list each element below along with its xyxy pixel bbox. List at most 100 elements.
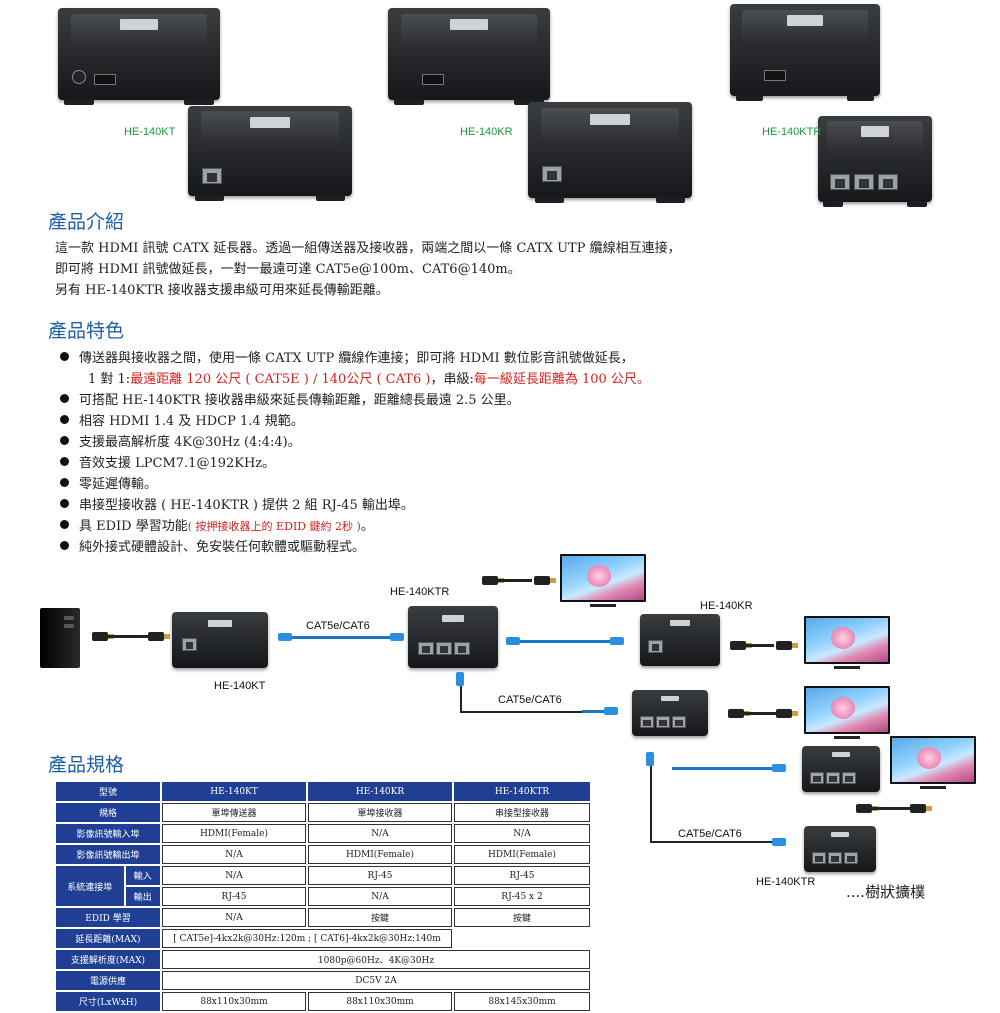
bullet-icon (60, 499, 69, 508)
hdmi-cable (872, 807, 910, 810)
he-140ktr-receiver-front (730, 4, 880, 101)
rj45-plug-icon (506, 637, 520, 645)
hdmi-cable (746, 644, 774, 647)
hdmi-plug-icon (856, 804, 878, 813)
catx-cable (520, 640, 610, 643)
rj45-plug-icon (772, 838, 786, 846)
tree-topology-label: ....樹狀擴樸 (846, 883, 926, 901)
feature-1: 傳送器與接收器之間，使用一條 CATX UTP 纜線作連接；即可將 HDMI 數… (60, 348, 634, 369)
he-140kr-receiver-front (388, 8, 550, 105)
tv-display-icon (890, 736, 976, 789)
intro-line-2: 即可將 HDMI 訊號做延長，一對一最遠可達 CAT5e@100m、CAT6@1… (55, 262, 521, 277)
hdmi-cable (108, 635, 148, 638)
diagram-he-140kr (640, 614, 720, 666)
tv-display-icon (804, 616, 890, 669)
table-row: 電源供應 DC5V 2A (56, 971, 590, 990)
diagram-he-140ktr-3 (802, 746, 880, 792)
rj45-plug-icon (610, 637, 624, 645)
pc-tower-icon (40, 608, 80, 668)
rj45-plug-icon (278, 633, 292, 641)
hdmi-plug-icon (92, 632, 114, 641)
features-title: 產品特色 (48, 320, 125, 342)
hdmi-plug-icon (776, 641, 798, 650)
tv-display-icon (804, 686, 890, 739)
rj45-plug-icon (772, 764, 786, 772)
table-row: 尺寸(LxWxH) 88x110x30mm 88x110x30mm 88x145… (56, 992, 590, 1011)
table-row: 系統連接埠 輸入 N/A RJ-45 RJ-45 (56, 866, 590, 906)
feature-2: 可搭配 HE-140KTR 接收器串級來延長傳輸距離，距離總長最遠 2.5 公里… (60, 390, 520, 411)
catx-cable (460, 686, 462, 712)
feature-1-cont: 1 對 1:最遠距離 120 公尺 ( CAT5E ) / 140公尺 ( CA… (88, 372, 650, 387)
intro-line-1: 這一款 HDMI 訊號 CATX 延長器。透過一組傳送器及接收器，兩端之間以一條… (55, 241, 681, 256)
table-row: 輸出 RJ-45 N/A RJ-45 x 2 (56, 887, 590, 906)
catx-cable (292, 636, 392, 639)
catx-cable (650, 766, 652, 842)
bullet-icon (60, 394, 69, 403)
cat-label-1: CAT5e/CAT6 (306, 620, 370, 632)
feature-4: 支援最高解析度 4K@30Hz (4:4:4)。 (60, 432, 301, 453)
feature-3: 相容 HDMI 1.4 及 HDCP 1.4 規範。 (60, 411, 304, 432)
header-ktr: HE-140KTR (454, 782, 590, 801)
catx-cable (672, 767, 772, 770)
he-140kt-transmitter-front (58, 8, 220, 105)
specs-table: 型號 HE-140KT HE-140KR HE-140KTR 規格 單埠傳送器 … (54, 780, 592, 1013)
catx-cable (460, 711, 600, 713)
he-140kt-label: HE-140KT (124, 126, 176, 138)
cat-label-2: CAT5e/CAT6 (498, 694, 562, 706)
hdmi-plug-icon (728, 709, 750, 718)
feature-9: 純外接式硬體設計、免安裝任何軟體或驅動程式。 (60, 537, 365, 558)
table-row: 影像訊號輸入埠 HDMI(Female) N/A N/A (56, 824, 590, 843)
table-row: 型號 HE-140KT HE-140KR HE-140KTR (56, 782, 590, 801)
intro-title: 產品介紹 (48, 211, 125, 233)
bullet-icon (60, 352, 69, 361)
bullet-icon (60, 436, 69, 445)
he-140ktr-receiver-rear (818, 116, 932, 207)
bullet-icon (60, 520, 69, 529)
catx-cable (582, 710, 604, 713)
table-row: 影像訊號輸出埠 N/A HDMI(Female) HDMI(Female) (56, 845, 590, 864)
hdmi-plug-icon (730, 641, 752, 650)
diagram-he-140ktr-bottom-label: HE-140KTR (756, 876, 816, 888)
he-140kt-transmitter-rear (188, 106, 352, 201)
hdmi-plug-icon (776, 709, 798, 718)
specs-title: 產品規格 (48, 754, 125, 776)
diagram-he-140ktr-4 (804, 826, 876, 872)
he-140kr-label: HE-140KR (460, 126, 513, 138)
hdmi-plug-icon (534, 576, 556, 585)
rj45-plug-icon (646, 752, 654, 766)
feature-6: 零延遲傳輸。 (60, 474, 157, 495)
he-140ktr-label: HE-140KTR (762, 126, 822, 138)
diagram-he-140kt (172, 612, 268, 668)
catx-cable (650, 841, 780, 843)
hdmi-cable (744, 712, 776, 715)
table-row: 規格 單埠傳送器 單埠接收器 串接型接收器 (56, 803, 590, 822)
diagram-he-140ktr (408, 606, 498, 668)
bullet-icon (60, 541, 69, 550)
diagram-he-140ktr-label: HE-140KTR (390, 586, 450, 598)
bullet-icon (60, 478, 69, 487)
diagram-he-140ktr-2 (632, 690, 708, 736)
tv-display-icon (560, 554, 646, 607)
feature-5: 音效支援 LPCM7.1@192KHz。 (60, 453, 275, 474)
table-row: 支援解析度(MAX) 1080p@60Hz、4K@30Hz (56, 950, 590, 969)
he-140kr-receiver-rear (528, 102, 692, 203)
rj45-plug-icon (604, 707, 618, 715)
intro-line-3: 另有 HE-140KTR 接收器支援串級可用來延長傳輸距離。 (55, 283, 389, 298)
table-row: EDID 學習 N/A 按鍵 按鍵 (56, 908, 590, 927)
hdmi-plug-icon (482, 576, 504, 585)
bullet-icon (60, 415, 69, 424)
diagram-he-140kt-label: HE-140KT (214, 680, 266, 692)
hdmi-plug-icon (910, 804, 932, 813)
bullet-icon (60, 457, 69, 466)
rj45-plug-icon (456, 672, 464, 686)
cat-label-3: CAT5e/CAT6 (678, 828, 742, 840)
feature-8: 具 EDID 學習功能( 按押接收器上的 EDID 鍵約 2秒 )。 (60, 516, 374, 537)
feature-7: 串接型接收器 ( HE-140KTR ) 提供 2 組 RJ-45 輸出埠。 (60, 495, 414, 516)
header-model: 型號 (56, 782, 160, 801)
table-row: 延長距離(MAX) [ CAT5e]-4kx2k@30Hz:120m ; [ C… (56, 929, 590, 948)
header-kt: HE-140KT (162, 782, 306, 801)
diagram-he-140kr-label: HE-140KR (700, 600, 753, 612)
hdmi-cable (498, 579, 532, 582)
hdmi-plug-icon (148, 632, 170, 641)
header-kr: HE-140KR (308, 782, 452, 801)
